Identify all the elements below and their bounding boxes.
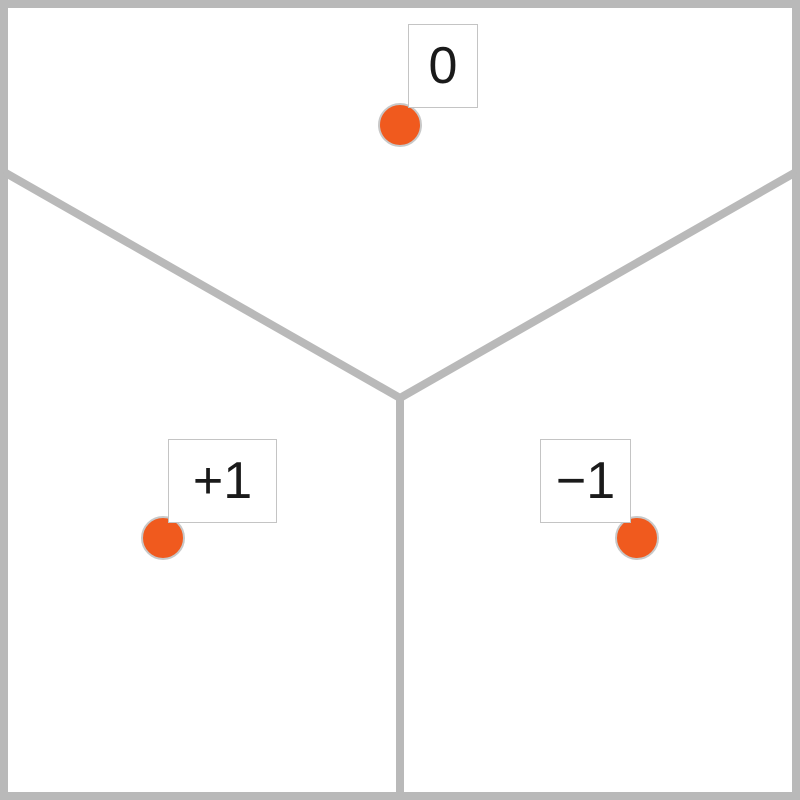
region-label-top-text: 0 xyxy=(428,37,458,95)
divider-upper-left xyxy=(2,168,402,402)
point-top xyxy=(378,103,422,147)
region-label-right: −1 xyxy=(540,439,631,523)
point-right xyxy=(615,516,659,560)
region-label-left-text: +1 xyxy=(192,452,253,510)
point-left xyxy=(141,516,185,560)
divider-upper-right xyxy=(398,168,798,402)
region-label-right-text: −1 xyxy=(555,452,616,510)
region-label-top: 0 xyxy=(408,24,478,108)
region-label-left: +1 xyxy=(168,439,277,523)
